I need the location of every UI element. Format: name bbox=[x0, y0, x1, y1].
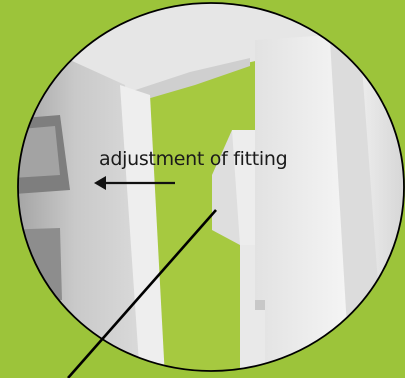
annotation-label: adjustment of fitting bbox=[99, 148, 287, 170]
